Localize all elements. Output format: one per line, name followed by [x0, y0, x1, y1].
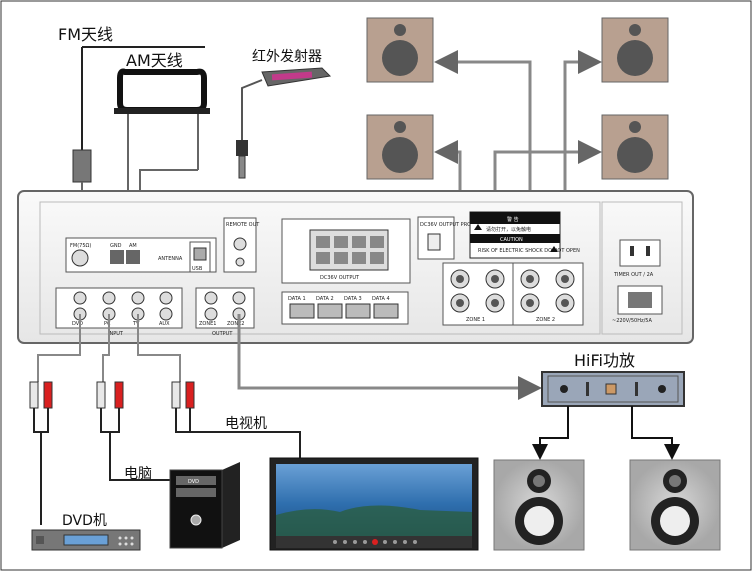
- input-label: INPUT: [108, 331, 124, 337]
- warning-title: 警 告: [507, 216, 519, 223]
- fm-port-label: FM(75Ω): [70, 243, 91, 249]
- usb-label: USB: [192, 266, 203, 272]
- rca-plugs-pc: [96, 381, 170, 481]
- caution-text: RISK OF ELECTRIC SHOCK DO NOT OPEN: [478, 248, 580, 254]
- pc-drive-label: DVD: [188, 479, 199, 485]
- am-antenna-label: AM天线: [126, 51, 183, 70]
- caution-title: CAUTION: [500, 237, 523, 243]
- am-label: AM: [129, 243, 137, 249]
- speaker-top-right: [601, 17, 669, 83]
- rca-plugs-dvd: [29, 381, 53, 525]
- timer-out-socket: TIMER OUT / 2A: [613, 239, 661, 278]
- ir-emitter: [236, 67, 332, 179]
- hifi-speaker-left: [493, 459, 585, 551]
- antenna-label: ANTENNA: [158, 256, 183, 262]
- output-label: OUTPUT: [212, 331, 233, 337]
- power-inlet-label: ~220V/50Hz/5A: [612, 318, 652, 324]
- tv-label: 电视机: [225, 416, 267, 432]
- zone-speaker-terminals: ZONE 1 ZONE 2: [442, 262, 584, 326]
- data4-label: DATA 4: [372, 296, 390, 302]
- hifi-amplifier: [541, 371, 685, 407]
- speaker-mid-right: [601, 114, 669, 180]
- dc36v-protect-label: DC36V OUTPUT PROTECT: [420, 222, 485, 228]
- input-pc-label: PC: [104, 321, 111, 327]
- output-zone1-label: ZONE1: [199, 321, 216, 327]
- dc36v-protect-block: DC36V OUTPUT PROTECT: [417, 216, 485, 260]
- gnd-label: GND: [110, 243, 122, 249]
- power-inlet: ~220V/50Hz/5A: [612, 285, 663, 324]
- speaker-top-left: [366, 17, 434, 83]
- remote-out-port: REMOTE OUT: [223, 217, 260, 273]
- zone1-label: ZONE 1: [466, 317, 485, 323]
- amp-speaker-wires: [532, 406, 680, 460]
- rca-plugs-tv: [171, 381, 301, 458]
- data3-label: DATA 3: [344, 296, 362, 302]
- dvd-player-label: DVD机: [62, 513, 107, 529]
- timer-out-label: TIMER OUT / 2A: [613, 272, 654, 278]
- output-zone2-label: ZONE2: [227, 321, 244, 327]
- source-cables: [37, 314, 542, 400]
- computer-label: 电脑: [124, 466, 152, 482]
- zone2-label: ZONE 2: [536, 317, 555, 323]
- output-rca-jacks: ZONE1 ZONE2 OUTPUT: [195, 287, 255, 337]
- data2-label: DATA 2: [316, 296, 334, 302]
- input-aux-label: AUX: [159, 321, 170, 327]
- ir-emitter-label: 红外发射器: [252, 49, 322, 65]
- data1-label: DATA 1: [288, 296, 306, 302]
- dc36v-output-block: DC36V OUTPUT: [281, 218, 411, 284]
- dvd-player: [31, 529, 141, 551]
- dc36v-output-label: DC36V OUTPUT: [320, 275, 360, 281]
- fm-antenna-label: FM天线: [58, 25, 113, 44]
- speaker-mid-left: [366, 114, 434, 180]
- input-dvd-label: DVD: [72, 321, 83, 327]
- hifi-speaker-right: [629, 459, 721, 551]
- television: [269, 457, 479, 551]
- computer-tower: DVD: [169, 462, 240, 549]
- remote-out-label: REMOTE OUT: [226, 222, 260, 228]
- data-ports: DATA 1 DATA 2 DATA 3 DATA 4: [281, 291, 409, 325]
- warning-label: 警 告 请勿打开，以免触电 CAUTION RISK OF ELECTRIC S…: [469, 211, 580, 259]
- input-tv-label: TV: [132, 321, 140, 327]
- warning-text: 请勿打开，以免触电: [486, 226, 531, 233]
- usb-port: USB: [189, 241, 211, 273]
- hifi-amp-label: HiFi功放: [574, 351, 635, 370]
- fm-antenna: [72, 46, 205, 243]
